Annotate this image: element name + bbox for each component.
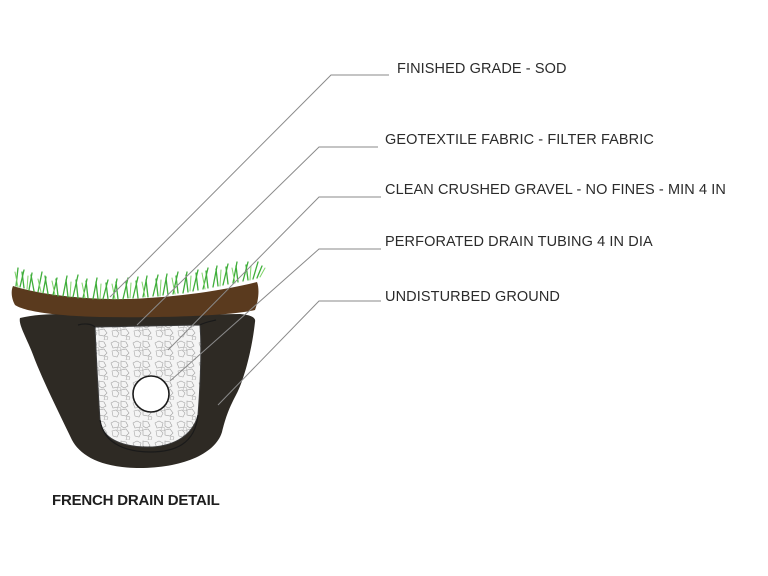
callout-label-geotextile: GEOTEXTILE FABRIC - FILTER FABRIC <box>385 132 654 148</box>
callout-label-gravel: CLEAN CRUSHED GRAVEL - NO FINES - MIN 4 … <box>385 182 726 198</box>
geotextile-fabric <box>77 319 217 453</box>
sod-grass <box>14 261 266 300</box>
leader-lines <box>109 74 389 406</box>
topsoil-layer <box>11 282 259 318</box>
drain-pipe <box>132 375 170 413</box>
leader-line-sod <box>109 74 389 298</box>
leader-line-tubing <box>169 248 381 382</box>
callout-label-ground: UNDISTURBED GROUND <box>385 289 560 305</box>
leader-line-geotextile <box>136 146 378 326</box>
diagram-title: FRENCH DRAIN DETAIL <box>52 492 220 509</box>
callout-label-sod: FINISHED GRADE - SOD <box>397 61 567 77</box>
leader-line-gravel <box>167 196 381 351</box>
leader-line-ground <box>217 300 381 406</box>
callout-label-tubing: PERFORATED DRAIN TUBING 4 IN DIA <box>385 234 653 250</box>
